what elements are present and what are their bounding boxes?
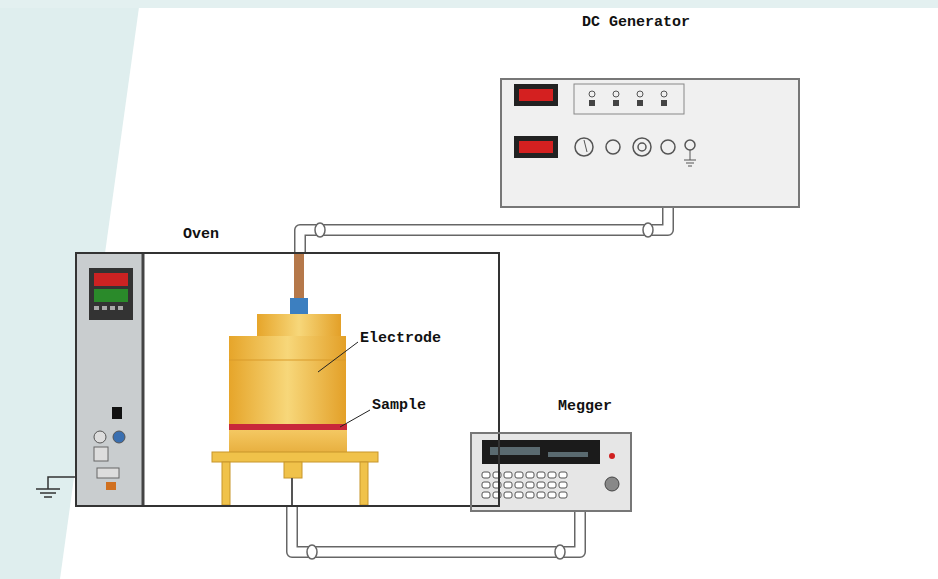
outline xyxy=(470,432,632,512)
cable xyxy=(300,208,668,252)
knob-mark xyxy=(584,140,587,152)
keypad xyxy=(482,472,567,498)
generator-body xyxy=(500,78,800,208)
power-switch xyxy=(112,407,122,419)
ground-terminal xyxy=(684,150,696,166)
socket xyxy=(113,431,125,443)
oven: Oven xyxy=(75,226,500,507)
switch-panel xyxy=(574,84,684,114)
table-leg xyxy=(222,462,230,505)
electrode-edge xyxy=(229,360,346,361)
socket xyxy=(94,447,108,461)
display-digits xyxy=(519,89,553,101)
panel-divider xyxy=(142,254,145,505)
display xyxy=(514,136,558,158)
background-band xyxy=(0,0,938,8)
device-label: Oven xyxy=(183,226,219,244)
switches xyxy=(589,91,667,97)
controller-display xyxy=(94,273,128,286)
table-top xyxy=(212,452,378,462)
megger-knob xyxy=(605,477,619,491)
leader-line xyxy=(318,342,358,372)
megger-body xyxy=(470,432,632,512)
controller-buttons xyxy=(94,306,123,310)
device-label: Megger xyxy=(558,398,612,416)
megger: Megger xyxy=(470,398,632,512)
dc-generator: DC Generator xyxy=(500,10,800,208)
device-label: DC Generator xyxy=(582,14,690,32)
controller-display xyxy=(94,289,128,302)
temperature-controller xyxy=(89,268,133,320)
outline xyxy=(75,252,500,507)
socket xyxy=(94,431,106,443)
oven-body xyxy=(75,252,500,507)
knobs xyxy=(575,138,695,156)
electrode-top xyxy=(257,314,341,336)
terminal-wire xyxy=(291,478,293,507)
electrode-connector xyxy=(290,298,308,314)
table-leg xyxy=(360,462,368,505)
sample-film xyxy=(229,424,347,430)
megger-readout xyxy=(548,452,588,457)
part-label: Sample xyxy=(372,397,426,415)
bottom-terminal xyxy=(284,462,302,478)
electrode-body xyxy=(229,336,346,424)
switch-levers xyxy=(589,100,667,106)
fuse xyxy=(106,482,116,490)
electrode-bottom xyxy=(229,430,347,452)
electrode-rod xyxy=(294,252,304,300)
part-label: Electrode xyxy=(360,330,441,348)
leader-line xyxy=(340,410,370,427)
ground-symbol xyxy=(36,477,77,497)
display xyxy=(514,84,558,106)
megger-readout xyxy=(490,447,540,455)
outline xyxy=(500,78,800,208)
label-plate xyxy=(97,468,119,478)
indicator-lamp xyxy=(609,453,615,459)
display-digits xyxy=(519,141,553,153)
oven-control-panel xyxy=(77,254,143,505)
cable xyxy=(292,507,580,559)
